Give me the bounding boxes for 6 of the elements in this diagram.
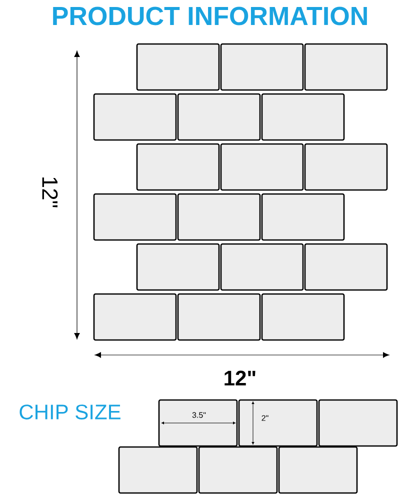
heading: CHIP SIZE bbox=[20, 404, 120, 420]
dimension-label: 3.5" bbox=[192, 412, 206, 418]
dimension-label: 12" bbox=[224, 370, 256, 386]
dimension-label: 2" bbox=[262, 415, 268, 421]
dimension-label: 12" bbox=[42, 178, 58, 208]
title: PRODUCT INFORMATION bbox=[53, 6, 367, 26]
